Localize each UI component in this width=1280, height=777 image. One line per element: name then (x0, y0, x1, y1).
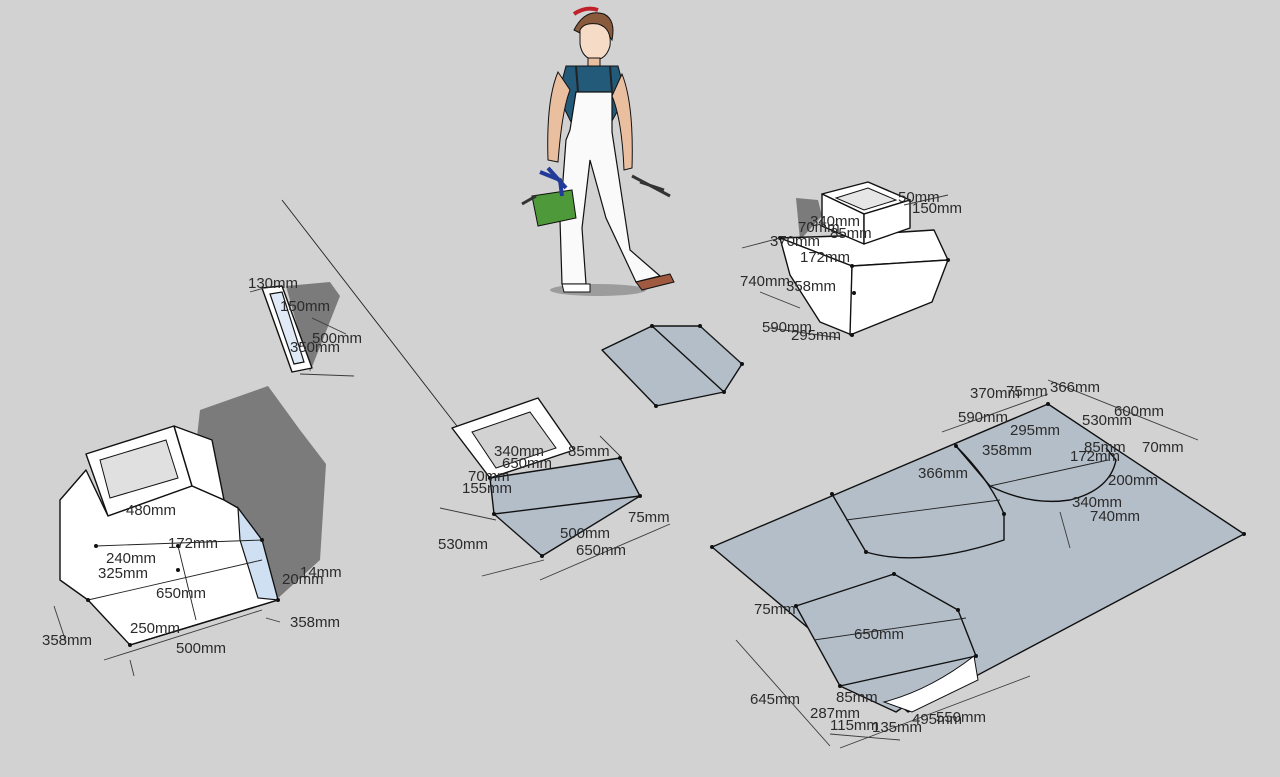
flat-pattern-sheet: 370mm 75mm 366mm 600mm 590mm 295mm 530mm… (710, 379, 1246, 749)
dim-label: 530mm (438, 536, 488, 553)
flat-panel-center (601, 324, 744, 408)
dim-label: 130mm (248, 275, 298, 292)
dim-label: 85mm (568, 443, 610, 460)
dim-label: 650mm (502, 455, 552, 472)
hopper-unit-left: 480mm 240mm 172mm 325mm 14mm 20mm 650mm … (42, 386, 342, 677)
dim-label: 740mm (740, 273, 790, 290)
dim-label: 340mm (494, 443, 544, 460)
dim-label: 150mm (280, 298, 330, 315)
guide-line (281, 199, 461, 431)
dim-label: 500mm (312, 330, 362, 347)
hopper-panel-middle: 340mm 85mm 650mm 70mm 155mm 530mm 500mm … (438, 397, 671, 581)
dim-label: 287mm (810, 705, 860, 722)
dim-label: 600mm (1114, 403, 1164, 420)
dim-label: 358mm (42, 632, 92, 649)
dim-label: 172mm (168, 535, 218, 552)
dim-label: 295mm (791, 327, 841, 344)
dim-label: 85mm (830, 225, 872, 242)
dim-label: 650mm (576, 542, 626, 559)
dim-label: 50mm (898, 189, 940, 206)
dim-label: 172mm (1070, 448, 1120, 465)
person-figure (521, 6, 675, 296)
dim-label: 358mm (982, 442, 1032, 459)
dim-label: 550mm (936, 709, 986, 726)
dim-label: 295mm (1010, 422, 1060, 439)
dim-label: 366mm (1050, 379, 1100, 396)
dim-label: 340mm (810, 213, 860, 230)
dim-label: 650mm (854, 626, 904, 643)
dim-label: 150mm (912, 200, 962, 217)
dim-label: 590mm (762, 319, 812, 336)
dim-label: 70mm (1142, 439, 1184, 456)
dim-label: 75mm (754, 601, 796, 618)
dim-label: 70mm (468, 468, 510, 485)
dim-label: 70mm (798, 219, 840, 236)
dim-label: 340mm (1072, 494, 1122, 511)
dim-label: 75mm (628, 509, 670, 526)
dim-label: 20mm (282, 571, 324, 588)
dim-label: 135mm (872, 719, 922, 736)
wedge-piece: 130mm 150mm 500mm 350mm (248, 275, 362, 377)
dim-label: 75mm (1006, 383, 1048, 400)
dim-label: 358mm (290, 614, 340, 631)
dim-label: 495mm (912, 711, 962, 728)
dim-label: 14mm (300, 564, 342, 581)
dim-label: 500mm (176, 640, 226, 657)
dim-label: 366mm (918, 465, 968, 482)
dim-label: 172mm (800, 249, 850, 266)
dim-label: 200mm (1108, 472, 1158, 489)
dim-label: 155mm (462, 480, 512, 497)
dim-label: 350mm (290, 339, 340, 356)
dim-label: 85mm (1084, 439, 1126, 456)
dim-label: 250mm (130, 620, 180, 637)
dim-label: 645mm (750, 691, 800, 708)
dim-label: 370mm (970, 385, 1020, 402)
dim-label: 740mm (1090, 508, 1140, 525)
dim-label: 500mm (560, 525, 610, 542)
dim-label: 85mm (836, 689, 878, 706)
dim-label: 480mm (126, 502, 176, 519)
dim-label: 370mm (770, 233, 820, 250)
dim-label: 115mm (830, 717, 879, 734)
dim-label: 530mm (1082, 412, 1132, 429)
dim-label: 240mm (106, 550, 156, 567)
dim-label: 590mm (958, 409, 1008, 426)
dim-label: 650mm (156, 585, 206, 602)
dim-label: 358mm (786, 278, 836, 295)
transition-unit-top-right: 50mm 150mm 340mm 70mm 85mm 370mm 172mm 7… (740, 181, 962, 344)
dim-label: 325mm (98, 565, 148, 582)
